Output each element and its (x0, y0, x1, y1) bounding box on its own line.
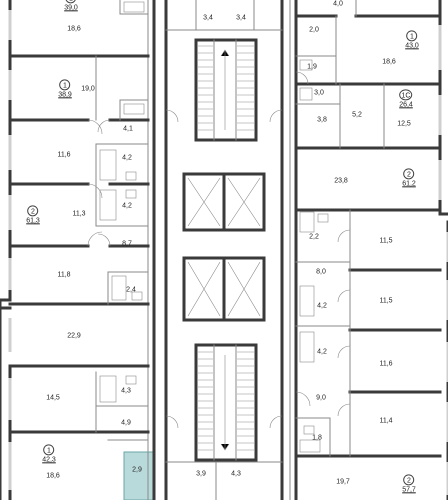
doors (87, 71, 351, 429)
room-area-label: 12,5 (397, 120, 411, 128)
apartment-rooms-badge: 2 (403, 474, 415, 486)
room-area-label: 11,6 (379, 360, 393, 368)
apartment-rooms-badge: 1С (399, 89, 413, 101)
room-area-label: 4,0 (333, 0, 343, 8)
room-area-label: 3,4 (236, 14, 246, 22)
apartment-rooms-badge: 1 (59, 79, 71, 91)
room-area-label: 4,2 (122, 154, 132, 162)
room-area-label: 4,2 (317, 348, 327, 356)
room-area-label: 18,6 (67, 25, 81, 33)
room-area-label: 4,2 (122, 202, 132, 210)
windows (8, 10, 448, 495)
bathroom-fixtures (99, 1, 329, 453)
room-area-label: 3,8 (317, 116, 327, 124)
room-area-label: 4,9 (121, 419, 131, 427)
room-area-label: 3,0 (314, 89, 324, 97)
room-area-label: 8,7 (122, 240, 132, 248)
apartment-total-area: 57,7 (402, 486, 416, 494)
room-area-label: 19,7 (336, 478, 350, 486)
room-area-label: 4,1 (123, 125, 133, 133)
room-area-label: 19,0 (81, 85, 95, 93)
apartment-rooms-badge: 2 (27, 205, 39, 217)
room-area-label: 2,9 (132, 466, 142, 474)
stairs (187, 45, 261, 451)
room-area-label: 11,5 (379, 297, 393, 305)
room-area-label: 11,5 (379, 237, 393, 245)
apartment-rooms-badge: 1 (43, 444, 55, 456)
room-area-label: 1,9 (307, 63, 317, 71)
room-area-label: 4,3 (231, 470, 241, 478)
room-area-label: 18,6 (382, 58, 396, 66)
room-area-label: 2,2 (309, 233, 319, 241)
room-area-label: 18,6 (46, 472, 60, 480)
apartment-rooms-badge: 2 (403, 168, 415, 180)
room-area-label: 3,4 (203, 14, 213, 22)
room-area-label: 2,0 (309, 26, 319, 34)
room-area-label: 9,0 (316, 394, 326, 402)
room-area-label: 11,8 (57, 271, 71, 279)
apartment-marker[interactable]: 139,0 (64, 0, 78, 12)
apartment-total-area: 42,3 (42, 456, 56, 464)
room-area-label: 1,8 (312, 434, 322, 442)
room-area-label: 22,9 (67, 332, 81, 340)
room-area-label: 5,2 (352, 111, 362, 119)
apartment-total-area: 26,4 (399, 101, 413, 109)
room-area-label: 2,4 (126, 286, 136, 294)
apartment-rooms-badge: 1 (406, 30, 418, 42)
apartment-rooms-badge: 1 (65, 0, 77, 4)
apartment-total-area: 43,0 (405, 42, 419, 50)
room-area-label: 11,3 (72, 210, 86, 218)
room-area-label: 4,2 (317, 302, 327, 310)
room-area-label: 8,0 (316, 268, 326, 276)
apartment-total-area: 38,9 (58, 91, 72, 99)
apartment-total-area: 61,3 (26, 217, 40, 225)
apartment-total-area: 61,2 (402, 180, 416, 188)
apartment-total-area: 39,0 (64, 4, 78, 12)
room-area-label: 11,4 (379, 417, 393, 425)
room-area-label: 23,8 (334, 177, 348, 185)
room-area-label: 3,9 (196, 470, 206, 478)
room-area-label: 11,6 (57, 151, 71, 159)
room-area-label: 4,3 (121, 387, 131, 395)
room-area-label: 14,5 (46, 394, 60, 402)
highlighted-room[interactable] (123, 451, 155, 500)
